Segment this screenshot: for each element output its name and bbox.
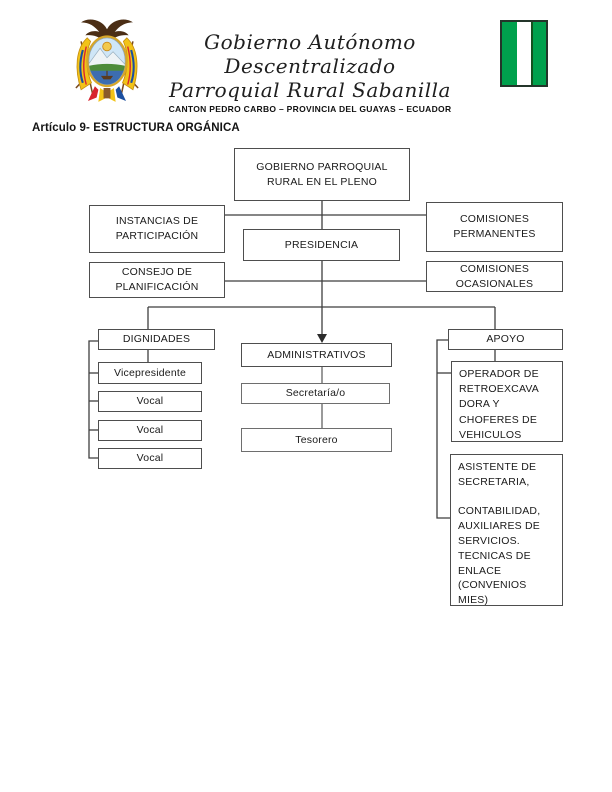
node-gobierno-pleno: GOBIERNO PARROQUIAL RURAL EN EL PLENO (234, 148, 410, 201)
org-title-line2: Parroquial Rural Sabanilla (169, 78, 451, 102)
node-operador-retroexcavadora: OPERADOR DE RETROEXCAVA DORA Y CHOFERES … (451, 361, 563, 442)
org-title-line1: Gobierno Autónomo Descentralizado (204, 30, 416, 78)
node-administrativos: ADMINISTRATIVOS (241, 343, 392, 367)
node-vocal-2: Vocal (98, 420, 202, 441)
node-secretaria: Secretaría/o (241, 383, 390, 404)
flag-green-stripe (533, 22, 546, 85)
flag-dark-stripe (531, 22, 533, 85)
node-consejo-planificacion: CONSEJO DE PLANIFICACIÓN (89, 262, 225, 298)
node-tesorero: Tesorero (241, 428, 392, 452)
node-vocal-1: Vocal (98, 391, 202, 412)
node-vocal-3: Vocal (98, 448, 202, 469)
article-heading: Artículo 9- ESTRUCTURA ORGÁNICA (32, 122, 240, 134)
flag-green-stripe (502, 22, 517, 85)
node-instancias-participacion: INSTANCIAS DE PARTICIPACIÓN (89, 205, 225, 253)
parish-flag-icon (500, 20, 548, 87)
node-comisiones-ocasionales: COMISIONES OCASIONALES (426, 261, 563, 292)
down-arrow-icon (317, 334, 327, 343)
node-dignidades: DIGNIDADES (98, 329, 215, 350)
org-subtitle: CANTON PEDRO CARBO – PROVINCIA DEL GUAYA… (168, 104, 452, 114)
node-asistente-secretaria: ASISTENTE DE SECRETARIA, CONTABILIDAD, A… (450, 454, 563, 606)
ecuador-coat-of-arms-icon (75, 19, 139, 102)
node-comisiones-permanentes: COMISIONES PERMANENTES (426, 202, 563, 252)
node-presidencia: PRESIDENCIA (243, 229, 400, 261)
node-apoyo: APOYO (448, 329, 563, 350)
flag-white-stripe (517, 22, 531, 85)
letterhead: Gobierno Autónomo Descentralizado Parroq… (120, 30, 500, 114)
node-vicepresidente: Vicepresidente (98, 362, 202, 384)
